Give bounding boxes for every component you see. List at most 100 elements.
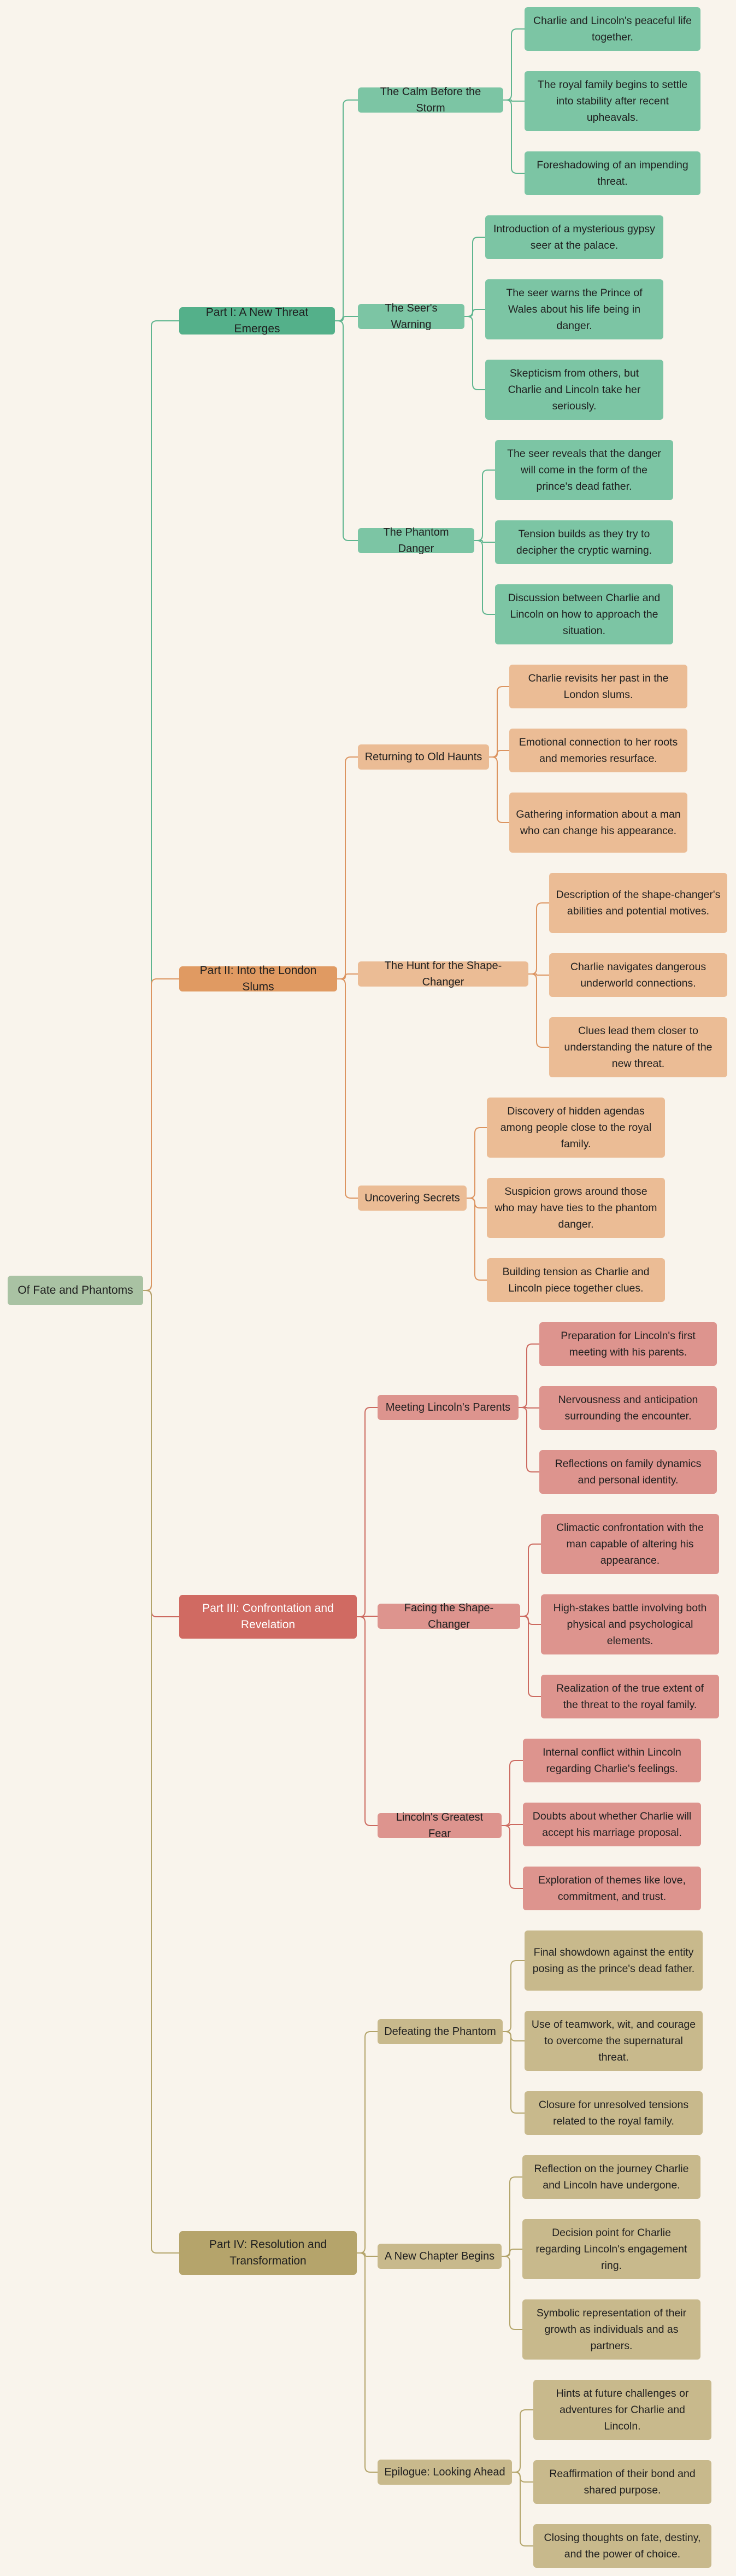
connector-line [337, 756, 358, 979]
connector-line [357, 2031, 378, 2254]
chapter-node[interactable]: The Phantom Danger [358, 526, 474, 555]
connector-line [489, 756, 509, 823]
chapter-node[interactable]: A New Chapter Begins [378, 2244, 502, 2269]
connector-line [512, 2472, 533, 2546]
connector-line [357, 1616, 378, 1826]
connector-line [503, 99, 525, 102]
leaf-node[interactable]: High-stakes battle involving both physic… [541, 1594, 719, 1654]
connector-line [464, 309, 485, 317]
leaf-node[interactable]: Closing thoughts on fate, destiny, and t… [533, 2524, 711, 2568]
connector-line [503, 1960, 525, 2032]
leaf-node[interactable]: Clues lead them closer to understanding … [549, 1017, 727, 1077]
chapter-node[interactable]: Returning to Old Haunts [358, 744, 489, 770]
leaf-node[interactable]: Charlie revisits her past in the London … [509, 665, 687, 708]
leaf-node[interactable]: Preparation for Lincoln's first meeting … [539, 1322, 717, 1366]
leaf-node[interactable]: Climactic confrontation with the man cap… [541, 1514, 719, 1574]
connector-line [464, 316, 485, 390]
connector-line [143, 1290, 179, 1617]
connector-line [357, 2252, 378, 2473]
leaf-node[interactable]: Closure for unresolved tensions related … [525, 2091, 703, 2135]
connector-line [502, 2176, 522, 2257]
connector-line [335, 316, 358, 321]
connector-line [502, 1824, 523, 1826]
leaf-node[interactable]: Tension builds as they try to decipher t… [495, 520, 673, 564]
connector-line [502, 1825, 523, 1889]
connector-line [467, 1198, 487, 1281]
leaf-node[interactable]: Reflections on family dynamics and perso… [539, 1450, 717, 1494]
leaf-node[interactable]: Introduction of a mysterious gypsy seer … [485, 215, 663, 259]
connector-line [474, 540, 495, 615]
leaf-node[interactable]: Reflection on the journey Charlie and Li… [522, 2155, 700, 2199]
leaf-node[interactable]: Realization of the true extent of the th… [541, 1675, 719, 1718]
leaf-node[interactable]: Decision point for Charlie regarding Lin… [522, 2219, 700, 2279]
leaf-node[interactable]: The royal family begins to settle into s… [525, 71, 700, 131]
leaf-node[interactable]: Emotional connection to her roots and me… [509, 729, 687, 772]
leaf-node[interactable]: The seer reveals that the danger will co… [495, 440, 673, 500]
leaf-node[interactable]: Discussion between Charlie and Lincoln o… [495, 584, 673, 644]
leaf-node[interactable]: Reaffirmation of their bond and shared p… [533, 2460, 711, 2504]
chapter-node[interactable]: The Seer's Warning [358, 302, 464, 331]
connector-line [520, 1616, 541, 1625]
connector-line [519, 1407, 539, 1409]
chapter-node[interactable]: The Calm Before the Storm [358, 86, 503, 114]
leaf-node[interactable]: Use of teamwork, wit, and courage to ove… [525, 2011, 703, 2071]
connector-line [502, 1760, 523, 1826]
section-node[interactable]: Part III: Confrontation and Revelation [179, 1595, 357, 1639]
connector-line [357, 1616, 378, 1617]
leaf-node[interactable]: Doubts about whether Charlie will accept… [523, 1803, 701, 1846]
leaf-node[interactable]: Nervousness and anticipation surrounding… [539, 1386, 717, 1430]
leaf-node[interactable]: Foreshadowing of an impending threat. [525, 151, 700, 195]
connector-line [528, 973, 549, 976]
connector-line [474, 470, 495, 541]
connector-line [502, 2249, 522, 2257]
chapter-node[interactable]: Epilogue: Looking Ahead [378, 2460, 512, 2485]
connector-line [520, 1616, 541, 1697]
connector-line [143, 978, 179, 1291]
section-node[interactable]: Part II: Into the London Slums [179, 964, 337, 993]
section-node[interactable]: Part IV: Resolution and Transformation [179, 2231, 357, 2275]
chapter-node[interactable]: Uncovering Secrets [358, 1186, 467, 1211]
connector-line [337, 973, 358, 979]
leaf-node[interactable]: Discovery of hidden agendas among people… [487, 1098, 665, 1158]
connector-line [520, 1544, 541, 1617]
leaf-node[interactable]: Gathering information about a man who ca… [509, 793, 687, 853]
leaf-node[interactable]: Suspicion grows around those who may hav… [487, 1178, 665, 1238]
connector-line [337, 978, 358, 1199]
leaf-node[interactable]: Charlie and Lincoln's peaceful life toge… [525, 7, 700, 51]
connector-line [474, 540, 495, 543]
chapter-node[interactable]: Lincoln's Greatest Fear [378, 1811, 502, 1840]
connector-line [464, 237, 485, 317]
leaf-node[interactable]: Internal conflict within Lincoln regardi… [523, 1739, 701, 1782]
connector-line [335, 320, 358, 541]
section-node[interactable]: Part I: A New Threat Emerges [179, 306, 335, 335]
leaf-node[interactable]: Description of the shape-changer's abili… [549, 873, 727, 933]
leaf-node[interactable]: Hints at future challenges or adventures… [533, 2380, 711, 2440]
connector-line [357, 1407, 378, 1617]
connector-line [519, 1407, 539, 1472]
root-node[interactable]: Of Fate and Phantoms [8, 1276, 143, 1305]
connector-line [467, 1198, 487, 1208]
leaf-node[interactable]: Exploration of themes like love, commitm… [523, 1867, 701, 1910]
connector-line [528, 902, 549, 975]
connector-line [503, 2031, 525, 2114]
chapter-node[interactable]: The Hunt for the Shape-Changer [358, 960, 528, 988]
leaf-node[interactable]: Symbolic representation of their growth … [522, 2299, 700, 2360]
connector-line [143, 1290, 179, 2254]
chapter-node[interactable]: Facing the Shape-Changer [378, 1602, 520, 1630]
leaf-node[interactable]: The seer warns the Prince of Wales about… [485, 279, 663, 339]
connector-line [357, 2252, 378, 2257]
leaf-node[interactable]: Skepticism from others, but Charlie and … [485, 360, 663, 420]
connector-line [512, 2472, 533, 2483]
connector-line [489, 686, 509, 758]
leaf-node[interactable]: Charlie navigates dangerous underworld c… [549, 953, 727, 997]
leaf-node[interactable]: Building tension as Charlie and Lincoln … [487, 1258, 665, 1302]
connector-line [489, 750, 509, 758]
chapter-node[interactable]: Meeting Lincoln's Parents [378, 1395, 519, 1420]
connector-line [502, 2256, 522, 2330]
connector-line [503, 2031, 525, 2041]
connector-line [519, 1343, 539, 1408]
chapter-node[interactable]: Defeating the Phantom [378, 2019, 503, 2044]
leaf-node[interactable]: Final showdown against the entity posing… [525, 1930, 703, 1991]
